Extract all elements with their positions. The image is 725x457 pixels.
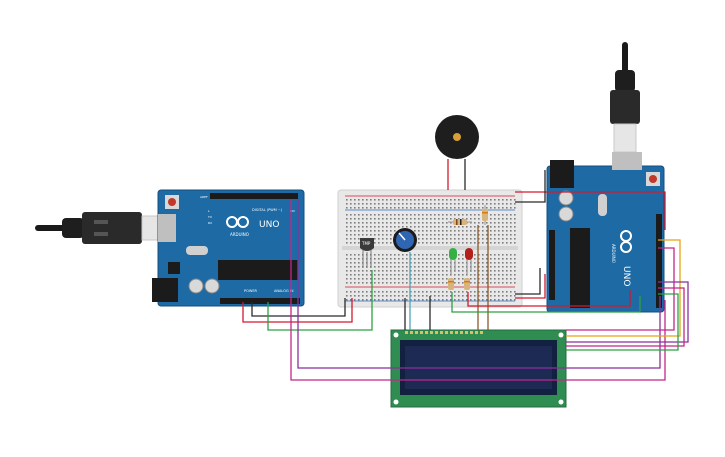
model-label-right: UNO [621,266,631,286]
wire-red-buzzer [515,274,546,299]
red-led[interactable] [465,248,473,274]
resistor-top[interactable] [448,219,472,225]
wire-magenta-1 [290,200,666,381]
wire-red-led [467,290,631,307]
power-label-left: POWER [244,289,258,293]
arduino-logo-right [620,230,632,253]
wire-red-5v-right [515,191,666,230]
piezo-buzzer[interactable] [435,115,479,190]
arduino-uno-left[interactable]: ARDUINO UNO DIGITAL (PWM ~) POWER ANALOG… [152,189,305,307]
resistor-led-red[interactable] [464,278,470,290]
digital-label-left: DIGITAL (PWM ~) [252,208,283,212]
green-led[interactable] [449,248,457,274]
wire-magenta-3 [566,287,685,347]
wire-green-2 [566,293,679,351]
wire-green-sensor [267,270,373,331]
l-label-left: L [208,209,210,213]
model-label-left: UNO [259,220,279,230]
wire-green-led [451,292,641,313]
wire-purple-1 [297,200,661,369]
usb-cable-left[interactable] [35,212,179,244]
rx-label-left: RX [208,221,212,225]
brand-label-right: ARDUINO [611,244,616,263]
wire-purple-2 [566,281,689,343]
tx-label-left: TX [207,215,212,219]
sensor-label: TMP [361,241,371,246]
brand-label-left: ARDUINO [230,232,249,237]
potentiometer[interactable] [393,228,417,252]
wire-black-gnd-right [515,170,546,203]
arduino-logo-left [226,216,249,228]
on-label-left: ON [290,209,295,213]
analog-label-left: ANALOG IN [274,289,294,293]
resistor-vertical[interactable] [482,205,488,225]
wire-black-buzzer [515,268,541,295]
arduino-uno-right[interactable]: ARDUINO UNO [546,152,665,313]
lcd-pin-header [405,331,483,334]
temperature-sensor[interactable]: TMP [360,238,374,268]
aref-label-left: AREF [200,195,208,199]
wire-magenta-2 [566,247,675,331]
wires [242,170,689,381]
resistor-led-green[interactable] [448,278,454,290]
usb-cable-right[interactable] [610,42,640,153]
